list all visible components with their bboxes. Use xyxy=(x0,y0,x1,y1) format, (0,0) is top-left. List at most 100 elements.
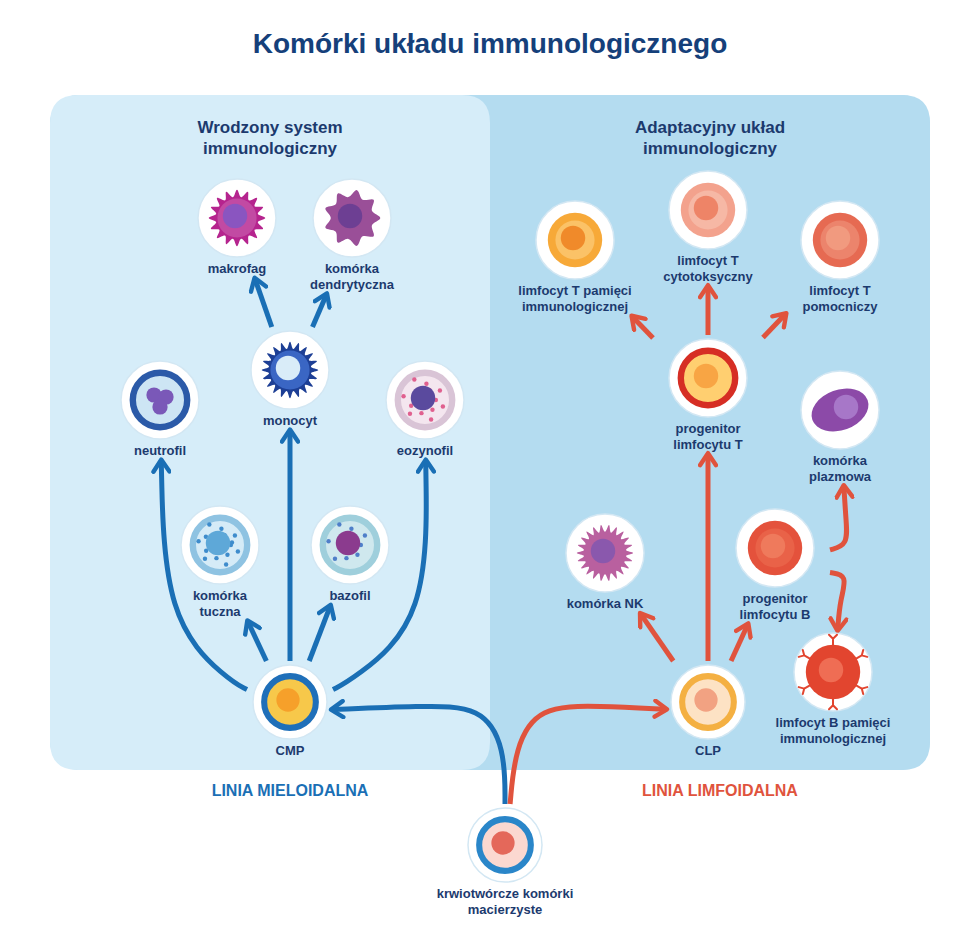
cell-label: monocyt xyxy=(262,413,318,429)
cell-illustration xyxy=(793,632,873,712)
cell-nucleus xyxy=(152,399,167,414)
cell-label: komórka plazmowa xyxy=(790,453,891,484)
cell-illustration xyxy=(312,178,392,258)
cell-frame xyxy=(736,509,814,587)
cell-granule xyxy=(333,557,337,561)
cell-node: komórka dendrytyczna xyxy=(292,175,412,295)
cell-label: komórka tuczna xyxy=(175,588,266,619)
cell-node: limfocyt T pomocniczy xyxy=(785,197,895,317)
cell-nucleus xyxy=(276,356,300,380)
antibody-shape xyxy=(799,682,812,694)
cell-illustration xyxy=(668,338,748,418)
cell-frame xyxy=(251,331,329,409)
cell-body xyxy=(253,665,327,739)
cell-nucleus xyxy=(694,688,717,711)
cell-illustration xyxy=(120,360,200,440)
cell-label: limfocyt T pomocniczy xyxy=(790,283,891,314)
cell-label: bazofil xyxy=(329,588,372,604)
cell-nucleus xyxy=(694,196,718,220)
panel-heading: Wrodzony system immunologiczny xyxy=(155,117,385,160)
cell-membrane xyxy=(398,373,452,427)
cell-body xyxy=(181,506,259,584)
cell-nucleus xyxy=(338,204,362,228)
cell-frame xyxy=(669,171,747,249)
cell-granule xyxy=(203,557,207,561)
cell-granule xyxy=(236,549,240,553)
cell-granule xyxy=(225,553,229,557)
cell-label: limfocyt T pamięci immunologicznej xyxy=(515,283,636,314)
antibody-shape xyxy=(855,650,868,662)
cell-nucleus xyxy=(561,226,585,250)
antibody xyxy=(855,682,868,694)
cell-granule xyxy=(219,527,223,531)
cell-membrane xyxy=(133,373,187,427)
cell-node: eozynofil xyxy=(380,357,470,462)
cell-body xyxy=(801,201,879,279)
cell-illustration xyxy=(385,360,465,440)
cell-membrane xyxy=(548,213,602,267)
lineage-label: LINIA MIELOIDALNA xyxy=(140,782,440,800)
cell-illustration xyxy=(180,505,260,585)
cell-node: bazofil xyxy=(305,502,395,607)
cell-granule xyxy=(224,562,228,566)
cell-nucleus xyxy=(761,534,785,558)
cell-granule xyxy=(326,539,330,543)
cell-membrane xyxy=(479,819,531,871)
cell-body xyxy=(251,331,329,409)
cell-label: limfocyt T cytotoksyczny xyxy=(653,253,764,284)
cell-membrane xyxy=(209,190,266,247)
lineage-arrow xyxy=(706,287,711,335)
cell-body xyxy=(669,339,747,417)
cell-granule xyxy=(429,417,433,421)
cell-illustration xyxy=(800,370,880,450)
cell-label: progenitor limfocytu B xyxy=(725,591,826,622)
cell-granule xyxy=(441,404,445,408)
cell-frame xyxy=(181,506,259,584)
cell-nucleus xyxy=(276,688,299,711)
cell-granule xyxy=(355,553,359,557)
cell-frame xyxy=(253,665,327,739)
cell-illustration xyxy=(250,330,330,410)
cell-nucleus xyxy=(223,204,247,228)
cell-node: progenitor limfocytu B xyxy=(720,505,830,625)
cell-frame xyxy=(198,179,276,257)
cell-label: progenitor limfocytu T xyxy=(658,421,759,452)
cell-membrane xyxy=(264,676,316,728)
antibody xyxy=(799,682,812,694)
cell-body xyxy=(671,665,745,739)
cell-frame xyxy=(386,361,464,439)
cell-membrane xyxy=(193,518,247,572)
cell-node: monocyt xyxy=(245,327,335,432)
cell-membrane xyxy=(806,645,860,699)
lineage-label: LINIA LIMFOIDALNA xyxy=(570,782,870,800)
panel-heading: Adaptacyjny układ immunologiczny xyxy=(595,117,825,160)
cell-body xyxy=(468,808,542,882)
cell-granule xyxy=(412,377,416,381)
cell-label: CMP xyxy=(275,743,305,759)
cell-nucleus xyxy=(834,395,858,419)
cell-body xyxy=(386,361,464,439)
cell-nucleus xyxy=(591,539,615,563)
antibody xyxy=(829,635,837,645)
cell-membrane xyxy=(681,351,735,405)
cell-frame xyxy=(669,339,747,417)
cell-cytoplasm xyxy=(688,190,727,229)
cell-illustration xyxy=(565,513,645,593)
cell-body xyxy=(794,633,872,711)
cell-illustration xyxy=(310,505,390,585)
cell-granule xyxy=(419,411,423,415)
cell-membrane xyxy=(325,190,380,246)
cell-illustration xyxy=(535,200,615,280)
cell-body xyxy=(801,371,879,449)
cell-node: komórka plazmowa xyxy=(785,367,895,487)
antibody-shape xyxy=(799,650,812,662)
cell-membrane xyxy=(813,213,867,267)
cell-frame xyxy=(468,808,542,882)
cell-nucleus xyxy=(206,531,230,555)
cell-granule xyxy=(401,394,405,398)
region-panel: Adaptacyjny układ immunologiczny limfocyt… xyxy=(490,95,930,770)
cell-membrane xyxy=(806,381,875,439)
cell-node: CLP xyxy=(665,661,751,762)
cell-node: makrofag xyxy=(192,175,282,280)
